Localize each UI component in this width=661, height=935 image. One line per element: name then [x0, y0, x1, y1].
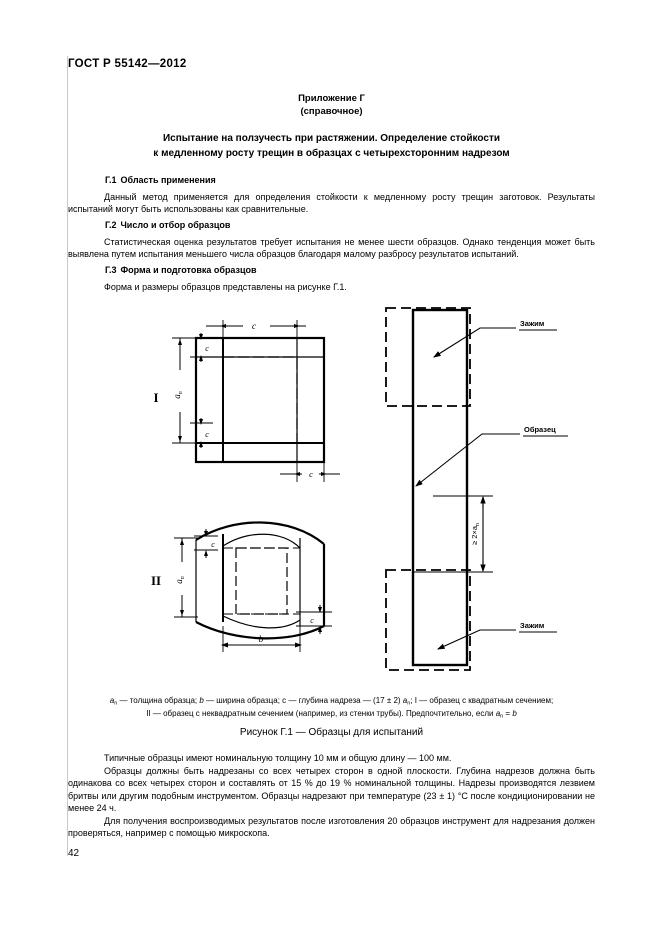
appendix-title-block: Приложение Г (справочное)	[68, 92, 595, 118]
page-number: 42	[68, 848, 80, 859]
callout-label-clamp-bottom: Зажим	[520, 621, 545, 630]
section-title-g1: Область применения	[120, 175, 216, 185]
closing-paragraph-2: Образцы должны быть надрезаны со всех че…	[68, 766, 595, 814]
figure-caption-legend-line-1: an — толщина образца; b — ширина образца…	[68, 695, 595, 709]
test-assembly-group: Зажим Образец Зажим ≥ 2×an	[385, 307, 568, 671]
figure-g1-drawing: c an c c	[151, 307, 568, 671]
callout-label-specimen: Образец	[524, 425, 556, 434]
left-margin-rule	[67, 56, 68, 856]
callout-label-clamp-top: Зажим	[520, 319, 545, 328]
dim-label-c-right-ii: c	[310, 616, 314, 625]
dim-label-c-top: c	[252, 321, 256, 331]
figure-caption-legend-line-2: II — образец с неквадратным сечением (на…	[68, 708, 595, 722]
specimen-label-i: I	[153, 390, 158, 405]
section-number-g2: Г.2	[105, 220, 117, 230]
dim-label-c-lower-left: c	[205, 430, 209, 439]
caption-text-2: — ширина образца; c — глубина надреза — …	[203, 696, 403, 705]
caption-symbol-an-2: an	[402, 696, 411, 707]
dim-label-c-bottom-right: c	[309, 469, 313, 479]
section-title-g2: Число и отбор образцов	[120, 220, 231, 230]
appendix-title: Приложение Г	[298, 93, 365, 104]
dim-label-c-top-ii: c	[211, 540, 215, 549]
section-number-g3: Г.3	[105, 265, 117, 275]
specimen-i-group: c an c c	[153, 320, 340, 482]
caption-symbol-an-1: an	[109, 696, 118, 707]
figure-g1-specimens: c an c c	[68, 300, 595, 680]
section-number-g1: Г.1	[105, 175, 117, 185]
caption-text-3: ; I — образец с квадратным сечением;	[410, 696, 554, 705]
appendix-main-title: Испытание на ползучесть при растяжении. …	[68, 131, 595, 161]
closing-paragraph-1: Типичные образцы имеют номинальную толщи…	[104, 753, 452, 763]
dim-label-an-left-ii: an	[174, 576, 186, 584]
specimen-ii-group: an c c b II	[151, 521, 332, 652]
caption-symbol-b-2: b	[512, 709, 517, 718]
section-body-g3: Форма и размеры образцов представлены на…	[104, 282, 347, 292]
caption-text-4: II — образец с неквадратным сечением (на…	[146, 709, 496, 718]
document-header-standard-number: ГОСТ Р 55142—2012	[68, 58, 187, 70]
caption-text-1: — толщина образца;	[117, 696, 200, 705]
main-title-line-2: к медленному росту трещин в образцах с ч…	[153, 148, 510, 159]
closing-paragraph-3: Для получения воспроизводимых результато…	[68, 816, 595, 839]
main-title-line-1: Испытание на ползучесть при растяжении. …	[162, 133, 501, 144]
dim-label-c-upper-left: c	[205, 344, 209, 353]
caption-symbol-b: b	[199, 696, 204, 705]
figure-number-label: Рисунок Г.1 — Образцы для испытаний	[239, 727, 424, 738]
section-body-g1: Данный метод применяется для определения…	[68, 192, 595, 215]
caption-symbol-an-3: an	[495, 709, 504, 720]
section-title-g3: Форма и подготовка образцов	[120, 265, 257, 275]
caption-text-5: =	[503, 709, 513, 718]
appendix-subtitle: (справочное)	[300, 106, 363, 117]
section-body-g2: Статистическая оценка результатов требуе…	[68, 237, 595, 260]
dim-label-b-bottom: b	[259, 635, 264, 645]
dim-label-gauge-length: ≥ 2×an	[470, 523, 481, 545]
dim-label-an-left: an	[172, 391, 184, 399]
specimen-label-ii: II	[151, 573, 161, 588]
